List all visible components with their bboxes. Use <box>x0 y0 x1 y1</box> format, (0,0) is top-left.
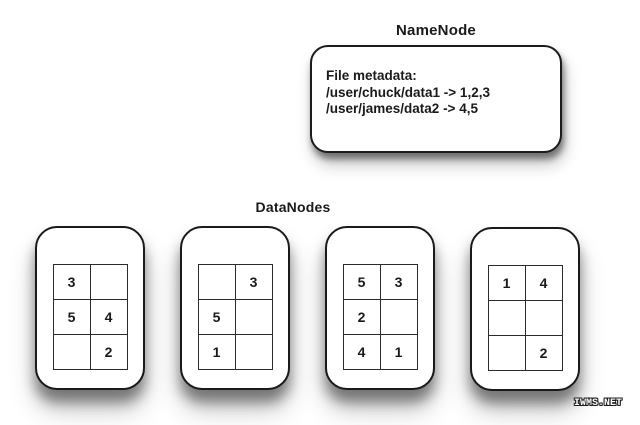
block-cell <box>487 300 526 336</box>
datanode-box-4: 1 4 2 <box>470 227 580 391</box>
block-cell: 4 <box>342 334 381 370</box>
block-cell: 2 <box>524 335 563 371</box>
block-cell: 4 <box>524 265 563 301</box>
block-cell: 4 <box>89 299 128 335</box>
block-cell: 5 <box>197 299 236 335</box>
block-cell <box>89 264 128 300</box>
block-cell: 3 <box>379 264 418 300</box>
namenode-box: File metadata: /user/chuck/data1 -> 1,2,… <box>310 45 562 153</box>
file-metadata-heading: File metadata: <box>326 68 417 83</box>
block-cell: 3 <box>52 264 91 300</box>
block-grid-3: 5 3 2 4 1 <box>342 264 418 370</box>
datanode-box-2: 3 5 1 <box>180 226 290 390</box>
file-metadata-line-data2: /user/james/data2 -> 4,5 <box>326 101 478 116</box>
block-cell: 2 <box>342 299 381 335</box>
block-cell: 1 <box>379 334 418 370</box>
block-cell: 5 <box>52 299 91 335</box>
block-cell <box>234 334 273 370</box>
watermark-label: IWMS.NET <box>574 398 623 409</box>
file-metadata-line-data1: /user/chuck/data1 -> 1,2,3 <box>326 84 490 100</box>
block-cell <box>524 300 563 336</box>
block-cell: 5 <box>342 264 381 300</box>
block-cell: 1 <box>197 334 236 370</box>
block-cell <box>234 299 273 335</box>
namenode-title: NameNode <box>396 22 476 39</box>
block-cell: 2 <box>89 334 128 370</box>
block-cell <box>197 264 236 300</box>
datanode-box-3: 5 3 2 4 1 <box>325 226 435 390</box>
block-grid-2: 3 5 1 <box>197 264 273 370</box>
block-grid-4: 1 4 2 <box>487 265 563 371</box>
file-metadata-text: File metadata: /user/chuck/data1 -> 1,2,… <box>312 47 560 118</box>
block-cell: 1 <box>487 265 526 301</box>
block-cell <box>487 335 526 371</box>
block-cell <box>379 299 418 335</box>
block-grid-1: 3 5 4 2 <box>52 264 128 370</box>
datanode-box-1: 3 5 4 2 <box>35 226 145 390</box>
block-cell: 3 <box>234 264 273 300</box>
datanodes-title: DataNodes <box>255 199 331 215</box>
block-cell <box>52 334 91 370</box>
